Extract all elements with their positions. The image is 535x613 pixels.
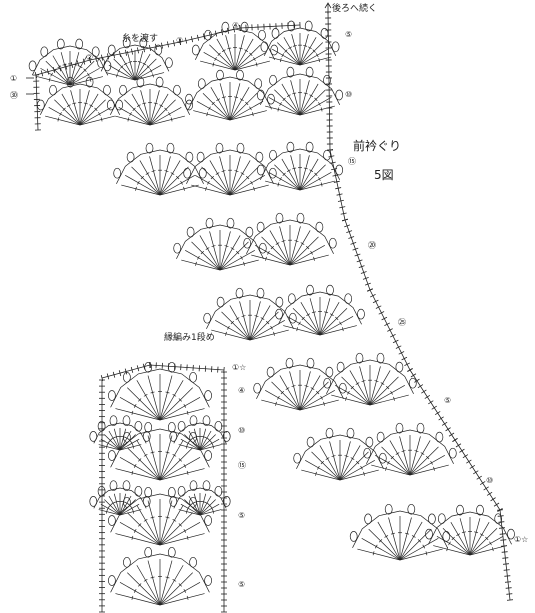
shell-lower-6	[89, 480, 151, 516]
edge-marker-4: ④	[238, 386, 246, 395]
edge-marker-5: ⑤	[238, 511, 246, 520]
shell-lower-7	[169, 480, 231, 516]
neckline-edge-chain	[324, 11, 514, 601]
lower-top-chain	[100, 361, 225, 382]
row-marker-5b: ⑤	[444, 396, 452, 405]
shell-upper-5	[97, 37, 173, 81]
shell-lower-3	[108, 546, 212, 606]
shell-upper-3	[256, 66, 344, 116]
shell-upper-17	[293, 427, 387, 481]
row-marker-1-star: ①☆	[514, 535, 529, 544]
row-marker-15: ⑮	[348, 157, 356, 166]
shell-upper-15	[253, 357, 347, 411]
edge-marker-15: ⑮	[238, 461, 246, 470]
shell-upper-8	[113, 142, 207, 196]
right-edge-chain-lower	[221, 371, 227, 613]
row-marker-20: ⑳	[368, 241, 376, 250]
shell-pattern	[28, 20, 515, 606]
shell-upper-16	[323, 352, 417, 406]
shell-lower-2	[108, 486, 212, 546]
shell-upper-20	[425, 504, 515, 556]
edging-round-label: 縁編み1段め	[164, 333, 215, 343]
edge-marker-1-star: ①☆	[232, 363, 247, 372]
shell-upper-6	[191, 21, 279, 71]
edge-marker-5b: ⑤	[238, 580, 246, 589]
shell-upper-11	[173, 217, 267, 271]
shell-lower-5	[169, 415, 231, 451]
row-marker-5: ⑤	[345, 30, 353, 39]
shell-upper-14	[275, 284, 365, 336]
shell-lower-0	[108, 361, 212, 421]
pass-yarn-label: 糸を渡す	[122, 34, 159, 44]
left-edge-chain-upper	[32, 74, 42, 131]
shell-upper-12	[243, 212, 337, 266]
shell-upper-18	[363, 422, 457, 476]
figure-number-label: 5図	[374, 168, 394, 182]
row-marker-25: ㉕	[398, 318, 406, 327]
edge-marker-10: ⑩	[238, 426, 246, 435]
shell-upper-10	[256, 141, 344, 191]
shell-upper-7	[260, 20, 340, 66]
shell-upper-1	[106, 76, 194, 126]
row-marker-2: ②	[86, 53, 94, 62]
shell-upper-4	[28, 38, 112, 86]
row-marker-1: ①	[10, 74, 18, 83]
front-neckline-label: 前衿ぐり	[353, 139, 402, 153]
shell-upper-2	[185, 69, 275, 121]
continue-back-label: 後ろへ続く	[332, 4, 378, 14]
shell-lower-1	[108, 421, 212, 481]
shell-upper-0	[36, 76, 124, 126]
row-marker-3: ③	[176, 36, 184, 45]
row-marker-10b: ⑩	[486, 476, 494, 485]
shell-lower-4	[89, 415, 151, 451]
row-marker-10: ⑩	[345, 90, 353, 99]
shell-upper-9	[183, 142, 277, 196]
row-marker-4: ④	[232, 21, 240, 30]
row-marker-30: ㉚	[10, 91, 18, 100]
